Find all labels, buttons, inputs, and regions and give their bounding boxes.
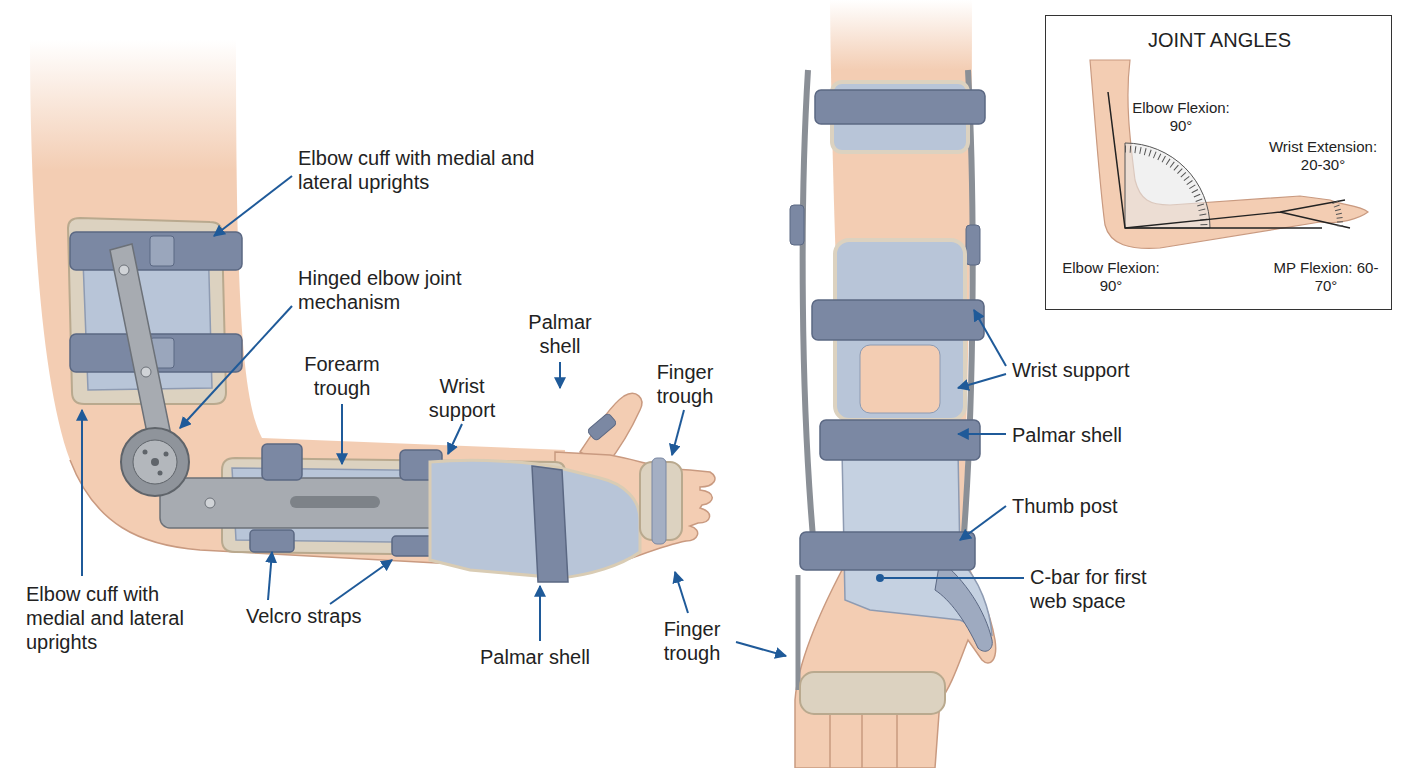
part-label: Forearm trough xyxy=(292,352,392,400)
inset-title: JOINT ANGLES xyxy=(1046,28,1393,52)
angle-label: Wrist Extension: 20-30° xyxy=(1258,138,1388,174)
part-label: C-bar for first web space xyxy=(1030,565,1180,613)
part-label: Velcro straps xyxy=(246,604,396,628)
angle-label: MP Flexion: 60-70° xyxy=(1271,259,1381,295)
part-label: Finger trough xyxy=(652,617,732,665)
part-label: Elbow cuff with medial and lateral uprig… xyxy=(298,146,538,194)
inset-box: JOINT ANGLES Elbow Flexion: 90° Wrist Exte… xyxy=(1045,15,1392,310)
part-label: Finger trough xyxy=(640,360,730,408)
angle-label: Elbow Flexion: 90° xyxy=(1132,99,1230,135)
angle-label: Elbow Flexion: 90° xyxy=(1051,259,1171,295)
part-label: Palmar shell xyxy=(480,645,610,669)
part-label: Palmar shell xyxy=(515,310,605,358)
part-label: Wrist support xyxy=(1012,358,1182,382)
part-label: Thumb post xyxy=(1012,494,1182,518)
part-label: Palmar shell xyxy=(1012,423,1182,447)
part-label: Wrist support xyxy=(412,374,512,422)
part-label: Elbow cuff with medial and lateral uprig… xyxy=(26,582,201,654)
part-label: Hinged elbow joint mechanism xyxy=(298,266,488,314)
